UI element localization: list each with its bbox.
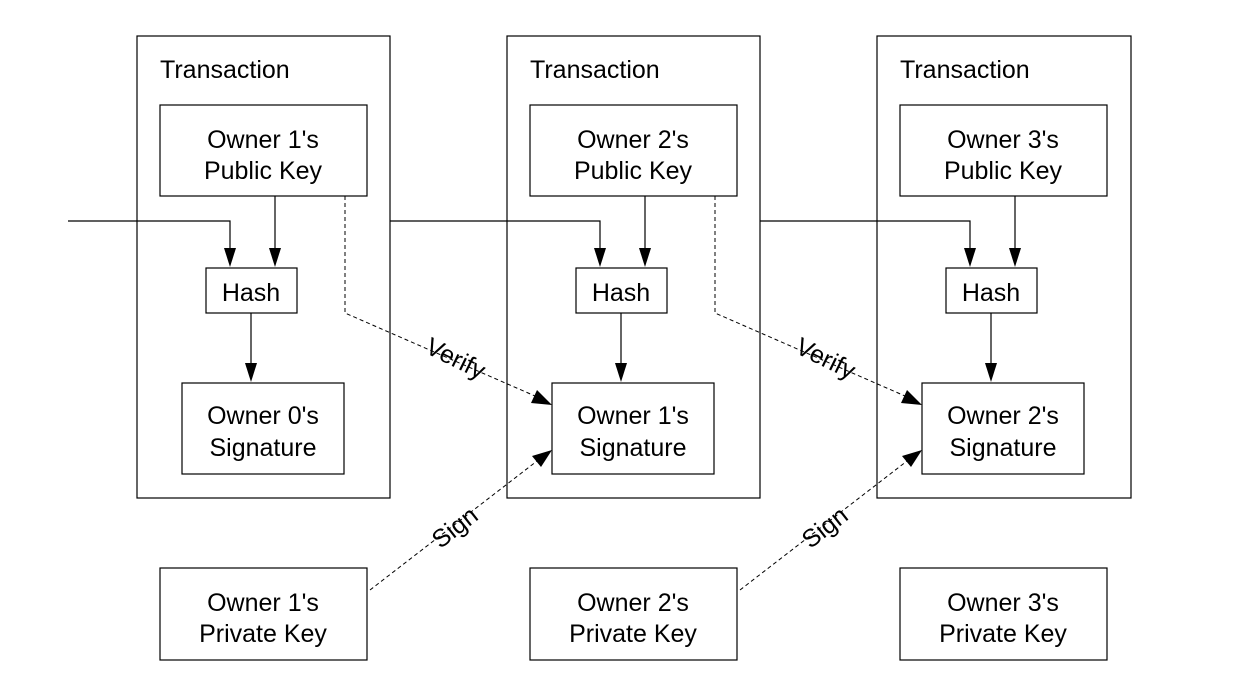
private-key-3: Owner 3's Private Key bbox=[899, 567, 1108, 661]
transaction-2-signature-line1: Owner 1's bbox=[577, 402, 689, 430]
arrow-head bbox=[224, 248, 236, 267]
transaction-2-public-key-line2: Public Key bbox=[574, 157, 693, 185]
arrow-head bbox=[531, 390, 552, 405]
arrow-head bbox=[985, 363, 997, 382]
private-key-3-line1: Owner 3's bbox=[947, 589, 1059, 617]
transaction-2-public-key-line1: Owner 2's bbox=[577, 126, 689, 154]
transaction-2-title: Transaction bbox=[530, 56, 660, 84]
private-key-1: Owner 1's Private Key bbox=[159, 567, 368, 661]
transaction-1-signature-box bbox=[181, 382, 345, 475]
sign-label-2: Sign bbox=[797, 501, 854, 554]
arrow-head bbox=[964, 248, 976, 267]
transaction-3-public-key-line2: Public Key bbox=[944, 157, 1063, 185]
transaction-3: Transaction Owner 3's Public Key Hash Ow… bbox=[876, 35, 1132, 499]
private-key-2-line2: Private Key bbox=[569, 620, 697, 648]
private-key-1-box bbox=[159, 567, 368, 661]
chain-line-2-to-3 bbox=[760, 220, 971, 250]
transaction-2: Transaction Owner 2's Public Key Hash Ow… bbox=[506, 35, 761, 499]
transaction-2-public-key-box bbox=[529, 104, 738, 197]
transaction-1-public-key-line2: Public Key bbox=[204, 157, 323, 185]
transaction-3-public-key-box bbox=[899, 104, 1108, 197]
private-key-2: Owner 2's Private Key bbox=[529, 567, 738, 661]
chain-line-1-to-2 bbox=[390, 220, 601, 250]
verify-line-2 bbox=[714, 196, 906, 397]
transaction-1-hash-label: Hash bbox=[222, 279, 280, 307]
sign-line-2 bbox=[739, 460, 908, 591]
transaction-1-public-key-line1: Owner 1's bbox=[207, 126, 319, 154]
transaction-1-hash-box bbox=[205, 267, 298, 314]
transaction-3-public-key-line1: Owner 3's bbox=[947, 126, 1059, 154]
arrow-head bbox=[902, 450, 922, 467]
chain-line-in bbox=[68, 220, 231, 250]
private-key-2-line1: Owner 2's bbox=[577, 589, 689, 617]
sign-line-1 bbox=[369, 460, 538, 591]
transaction-3-hash-box bbox=[945, 267, 1038, 314]
transaction-2-signature-line2: Signature bbox=[579, 434, 686, 462]
arrow-head bbox=[1009, 248, 1021, 267]
arrow-head bbox=[269, 248, 281, 267]
transaction-1-signature-line1: Owner 0's bbox=[207, 402, 319, 430]
private-key-1-line1: Owner 1's bbox=[207, 589, 319, 617]
arrow-head bbox=[639, 248, 651, 267]
transaction-3-signature-box bbox=[921, 382, 1085, 475]
verify-label-1: Verify bbox=[421, 333, 490, 386]
private-key-1-line2: Private Key bbox=[199, 620, 327, 648]
transaction-2-hash-label: Hash bbox=[592, 279, 650, 307]
transaction-3-title: Transaction bbox=[900, 56, 1030, 84]
private-key-3-box bbox=[899, 567, 1108, 661]
arrow-head bbox=[615, 363, 627, 382]
arrow-head bbox=[901, 390, 922, 405]
transaction-3-signature-line1: Owner 2's bbox=[947, 402, 1059, 430]
private-key-3-line2: Private Key bbox=[939, 620, 1067, 648]
transaction-2-signature-box bbox=[551, 382, 715, 475]
arrow-head bbox=[245, 363, 257, 382]
transaction-1: Transaction Owner 1's Public Key Hash Ow… bbox=[136, 35, 391, 499]
sign-label-1: Sign bbox=[427, 501, 484, 554]
chain-connectors bbox=[68, 196, 1021, 382]
arrow-head bbox=[594, 248, 606, 267]
transaction-1-signature-line2: Signature bbox=[209, 434, 316, 462]
transaction-3-hash-label: Hash bbox=[962, 279, 1020, 307]
transaction-1-title: Transaction bbox=[160, 56, 290, 84]
transaction-3-signature-line2: Signature bbox=[949, 434, 1056, 462]
arrow-head bbox=[532, 450, 552, 467]
verify-line-1 bbox=[344, 196, 536, 397]
private-key-2-box bbox=[529, 567, 738, 661]
transaction-1-public-key-box bbox=[159, 104, 368, 197]
verify-label-2: Verify bbox=[791, 333, 860, 386]
